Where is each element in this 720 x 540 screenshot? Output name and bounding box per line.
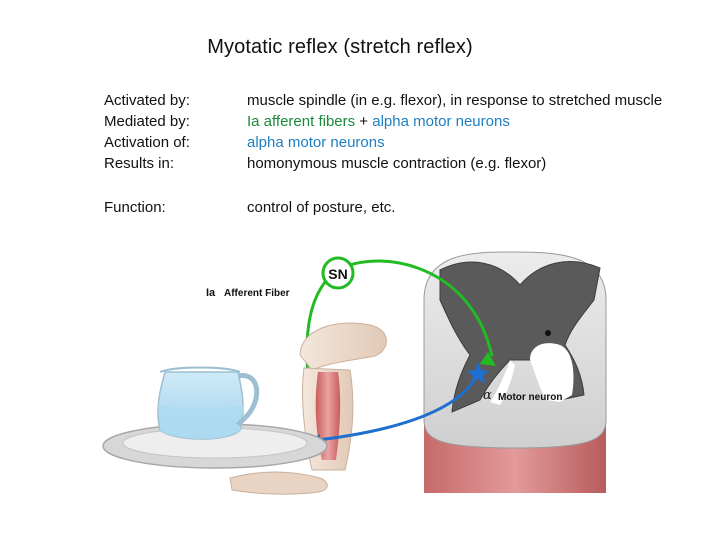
row-value-function: control of posture, etc. xyxy=(247,197,395,218)
spinal-cord xyxy=(423,251,607,493)
cord-notch-left xyxy=(490,360,515,405)
row-label-mediated-by: Mediated by: xyxy=(104,113,190,130)
sn-label: SN xyxy=(328,266,347,282)
afferent-terminal-icon xyxy=(480,352,496,366)
row-label-function: Function: xyxy=(104,199,166,216)
value-segment: muscle spindle (in e.g. flexor), in resp… xyxy=(247,92,663,109)
row-value-activation-of: alpha motor neurons xyxy=(247,132,385,153)
row-label-activation-of: Activation of: xyxy=(104,134,190,151)
row-value-results-in: homonymous muscle contraction (e.g. flex… xyxy=(247,153,546,174)
cord-notch-right xyxy=(530,343,574,402)
afferent-fiber-label: Afferent Fiber xyxy=(224,288,290,299)
value-segment: homonymous muscle contraction (e.g. flex… xyxy=(247,155,547,172)
value-segment-motor: alpha motor neurons xyxy=(247,134,385,151)
hand xyxy=(229,471,328,495)
motor-neuron-star-icon xyxy=(467,362,489,384)
afferent-prefix: Ia xyxy=(206,287,216,299)
sensory-neuron-ganglion xyxy=(321,256,355,290)
row-value-activated-by: muscle spindle (in e.g. flexor), in resp… xyxy=(247,90,662,111)
value-segment-afferent: Ia afferent fibers xyxy=(247,113,356,130)
motor-neuron-label: Motor neuron xyxy=(498,392,562,403)
row-label-activated-by: Activated by: xyxy=(104,92,190,109)
value-segment: control of posture, etc. xyxy=(247,199,396,216)
pitcher-handle xyxy=(235,373,260,427)
pitcher-water xyxy=(158,405,244,439)
pitcher-rim xyxy=(159,366,241,373)
value-segment-motor: alpha motor neurons xyxy=(372,113,510,130)
page-title: Myotatic reflex (stretch reflex) xyxy=(207,36,473,58)
row-label-results-in: Results in: xyxy=(104,155,175,172)
row-value-mediated-by: Ia afferent fibers + alpha motor neurons xyxy=(247,111,510,132)
central-canal xyxy=(545,330,551,336)
pitcher-on-tray xyxy=(102,366,328,469)
motor-neuron-path xyxy=(317,373,480,442)
upper-arm xyxy=(299,322,387,371)
value-segment-plus: + xyxy=(355,113,373,130)
motor-prefix: α xyxy=(483,388,492,403)
